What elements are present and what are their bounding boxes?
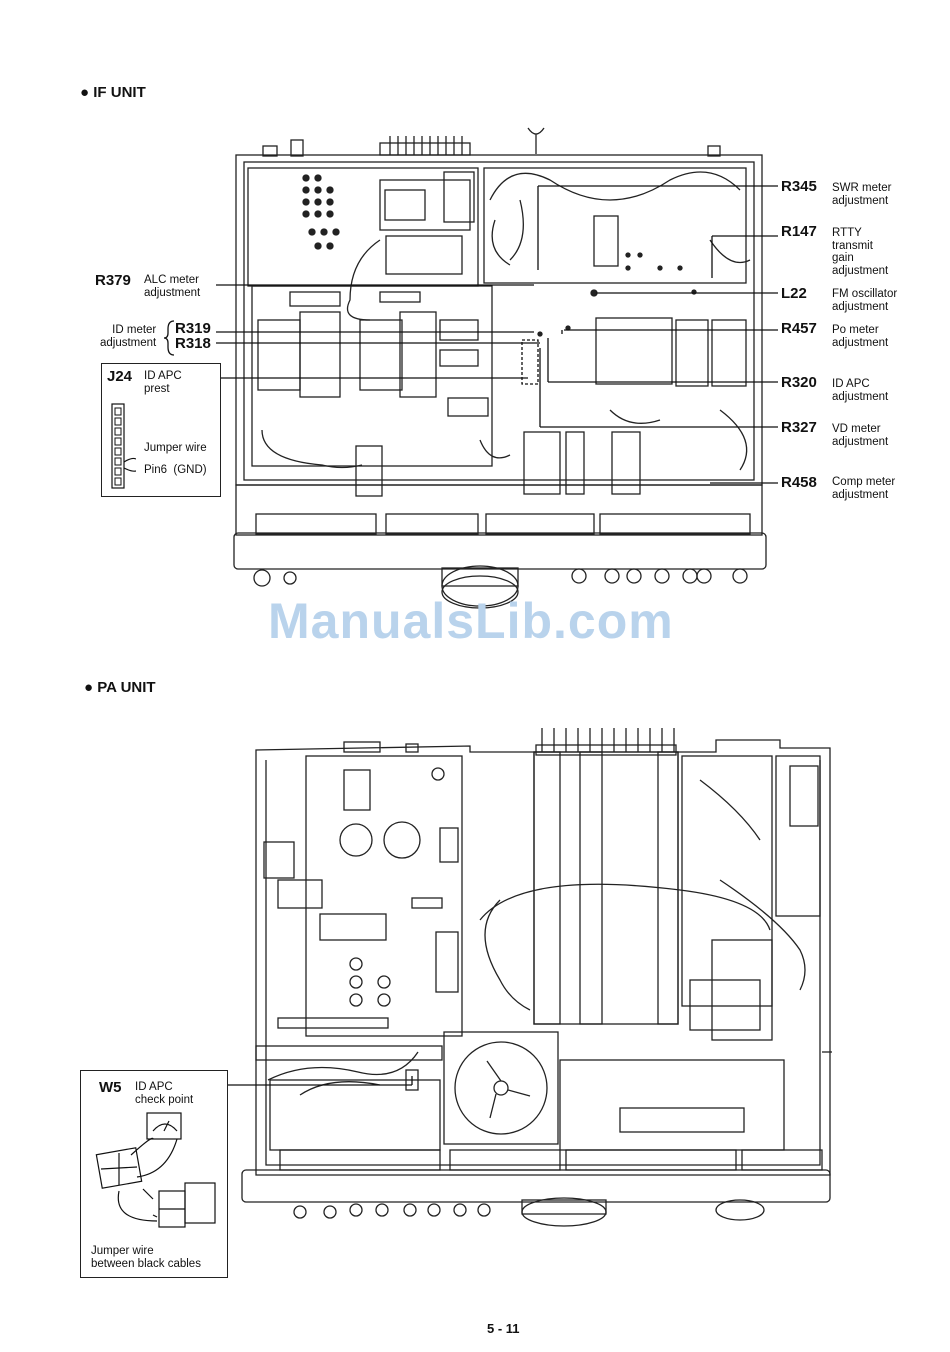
bullet-icon: ● bbox=[80, 84, 94, 101]
label-r457-desc: Po meter adjustment bbox=[832, 324, 889, 349]
if-unit-title: ● IF UNIT bbox=[80, 84, 146, 101]
j24-ref: J24 bbox=[107, 368, 133, 385]
label-r320-desc: ID APC adjustment bbox=[832, 378, 889, 403]
label-r318-ref: R318 bbox=[175, 335, 211, 352]
label-r379-ref: R379 bbox=[95, 272, 131, 289]
w5-jumper-label: Jumper wire between black cables bbox=[91, 1245, 201, 1270]
w5-meter-connector-icon bbox=[95, 1112, 216, 1228]
label-r327-desc: VD meter adjustment bbox=[832, 423, 889, 448]
label-l22-ref: L22 bbox=[781, 285, 807, 302]
label-r147-desc: RTTY transmit gain adjustment bbox=[832, 227, 889, 277]
label-r458-desc: Comp meter adjustment bbox=[832, 476, 896, 501]
label-id-meter-desc: ID meter adjustment bbox=[100, 324, 157, 349]
w5-detail-box: W5 ID APC check point Jumper wire betwee… bbox=[80, 1070, 228, 1278]
j24-connector-icon bbox=[111, 403, 136, 489]
pa-unit-drawing bbox=[226, 728, 832, 1227]
brace-icon bbox=[164, 320, 175, 356]
j24-jumper-label: Jumper wire bbox=[144, 442, 207, 454]
label-r379-desc: ALC meter adjustment bbox=[144, 274, 201, 299]
w5-ref: W5 bbox=[99, 1079, 122, 1096]
label-r457-ref: R457 bbox=[781, 320, 817, 337]
pa-unit-title: ● PA UNIT bbox=[84, 679, 156, 696]
if-unit-drawing bbox=[188, 127, 778, 609]
label-r319-ref: R319 bbox=[175, 320, 211, 337]
page-number: 5 - 11 bbox=[487, 1321, 520, 1336]
label-r320-ref: R320 bbox=[781, 374, 817, 391]
label-r345-ref: R345 bbox=[781, 178, 817, 195]
label-r458-ref: R458 bbox=[781, 474, 817, 491]
watermark: ManualsLib.com bbox=[268, 593, 674, 649]
label-r147-ref: R147 bbox=[781, 223, 817, 240]
j24-detail-box: J24 ID APC prest Jumper wire Pin6 (GND) bbox=[101, 363, 221, 497]
label-r345-desc: SWR meter adjustment bbox=[832, 182, 892, 207]
bullet-icon: ● bbox=[84, 679, 98, 696]
j24-desc: ID APC prest bbox=[144, 370, 182, 395]
label-r327-ref: R327 bbox=[781, 419, 817, 436]
w5-desc: ID APC check point bbox=[135, 1081, 194, 1106]
j24-pin-label: Pin6 (GND) bbox=[144, 464, 207, 476]
label-l22-desc: FM oscillator adjustment bbox=[832, 288, 898, 313]
